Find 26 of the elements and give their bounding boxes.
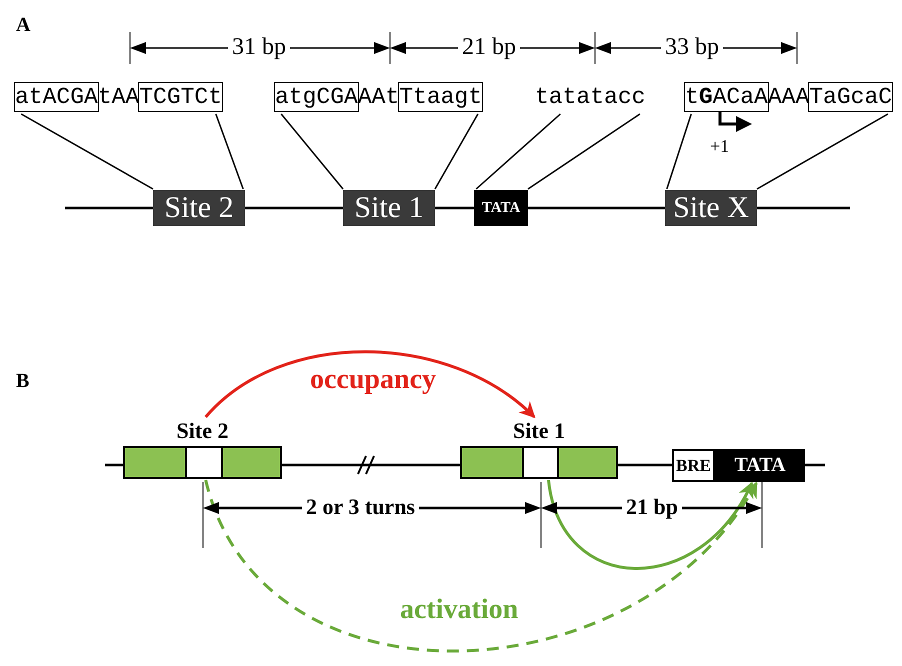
position-label: +1 [709, 136, 730, 157]
leader-line [215, 114, 244, 190]
edge-label: activation [400, 594, 518, 626]
site-box: Site X [665, 190, 757, 226]
tata-box: TATA [715, 449, 805, 482]
arrow [547, 480, 754, 570]
dimension-label: 31 bp [228, 34, 290, 61]
leader-line [756, 113, 888, 190]
site-box: Site 2 [153, 190, 245, 226]
leader-line [528, 113, 640, 190]
leader-line [280, 114, 344, 190]
site-label: Site 1 [512, 418, 566, 445]
arrow [204, 350, 536, 418]
leader-line [20, 113, 154, 190]
dimension-label: 33 bp [661, 34, 723, 61]
dimension-label: 21 bp [458, 34, 520, 61]
site-box: Site 1 [343, 190, 435, 226]
leader-line [666, 114, 692, 190]
site-label: Site 2 [176, 418, 230, 445]
tata-box: TATA [474, 190, 528, 226]
edge-label: occupancy [310, 364, 436, 396]
leader-line [434, 114, 479, 190]
bre-box: BRE [672, 449, 715, 482]
dna-sequence: tatatacc [535, 81, 646, 113]
leader-line [476, 113, 561, 190]
arrow [204, 479, 758, 652]
